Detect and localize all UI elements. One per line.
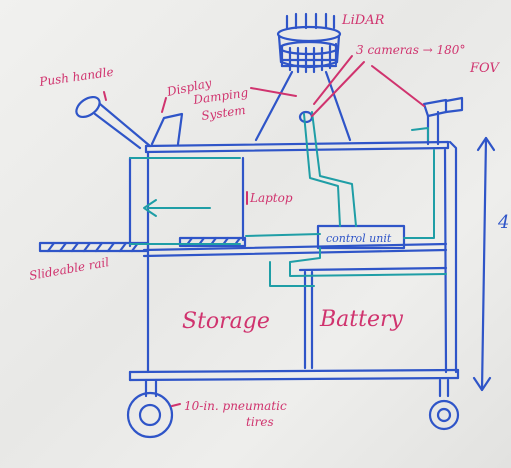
push-handle: [73, 93, 150, 148]
label-storage: Storage: [182, 309, 270, 334]
label-control-unit: control unit: [326, 232, 392, 245]
label-laptop: Laptop: [249, 191, 293, 205]
label-tires-2: tires: [246, 415, 274, 429]
lidar-sensor: [278, 14, 340, 72]
label-push-handle: Push handle: [37, 65, 114, 89]
camera-mount: [256, 72, 350, 140]
top-shelf: [146, 142, 448, 152]
label-lidar: LiDAR: [341, 13, 385, 28]
label-leaders: [104, 56, 424, 406]
label-battery: Battery: [319, 307, 404, 332]
display-panel: [152, 114, 182, 144]
pneumatic-tires: [128, 380, 458, 437]
label-cameras: 3 cameras → 180°: [356, 43, 465, 57]
label-tires: 10-in. pneumatic: [184, 399, 287, 413]
label-system: System: [200, 103, 246, 123]
label-height: 4: [497, 212, 509, 233]
height-arrow: [474, 138, 494, 390]
side-camera: [424, 98, 462, 144]
label-fov: FOV: [469, 61, 500, 76]
label-slideable-rail: Slideable rail: [28, 255, 110, 283]
